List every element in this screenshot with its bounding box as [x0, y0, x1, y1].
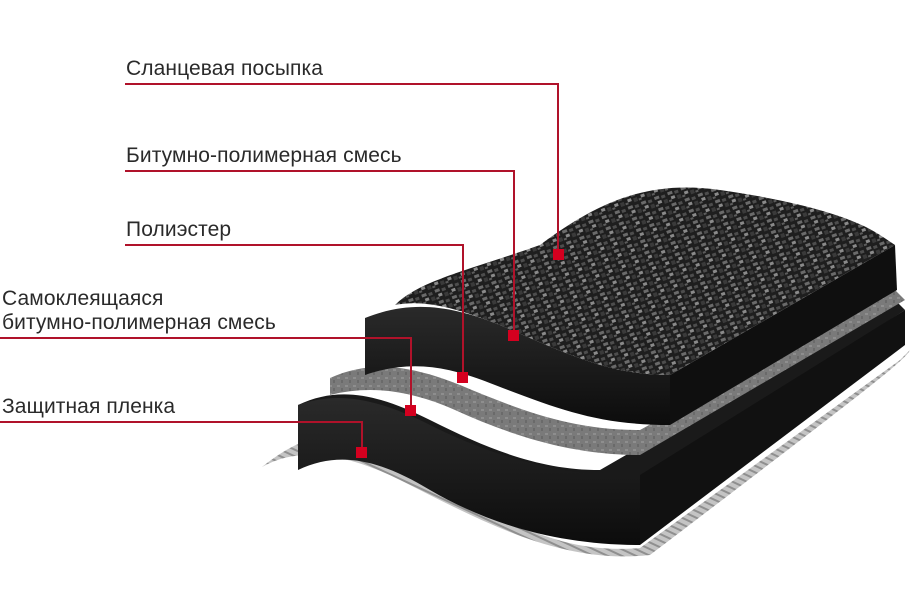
- label-text: Сланцевая посыпка: [126, 57, 324, 80]
- leader-line-polyester-h: [125, 244, 464, 246]
- label-polyester: Полиэстер: [126, 218, 231, 242]
- label-film: Защитная пленка: [2, 395, 175, 419]
- label-text-line-2: битумно-полимерная смесь: [2, 311, 276, 334]
- leader-line-bitumen-v: [513, 170, 515, 332]
- marker-film: [356, 447, 367, 458]
- self-adhesive-layer-right: [640, 310, 905, 545]
- leader-line-polyester-v: [462, 244, 464, 374]
- label-bitumen: Битумно-полимерная смесь: [126, 144, 402, 168]
- leader-line-film-v: [361, 421, 363, 449]
- label-text: Защитная пленка: [2, 395, 176, 418]
- bitumen-layer-right: [670, 245, 897, 425]
- marker-self-adhesive: [405, 405, 416, 416]
- leader-line-self-adhesive-v: [410, 337, 412, 407]
- leader-line-film-h: [0, 421, 363, 423]
- label-text-line-1: Самоклеящаяся: [2, 287, 164, 310]
- leader-line-slate-v: [557, 83, 559, 253]
- label-text: Полиэстер: [126, 218, 232, 241]
- marker-slate: [553, 249, 564, 260]
- bitumen-layer-side: [365, 306, 670, 425]
- leader-line-bitumen-h: [125, 170, 515, 172]
- leader-line-self-adhesive-h: [0, 337, 412, 339]
- self-adhesive-layer-side: [298, 397, 640, 545]
- label-slate: Сланцевая посыпка: [126, 57, 323, 81]
- leader-line-slate-h: [125, 83, 559, 85]
- marker-polyester: [457, 372, 468, 383]
- marker-bitumen: [508, 330, 519, 341]
- polyester-layer: [330, 290, 905, 455]
- label-self-adhesive: Самоклеящаяся битумно-полимерная смесь: [2, 287, 276, 335]
- label-text: Битумно-полимерная смесь: [126, 144, 402, 167]
- slate-layer: [395, 187, 895, 375]
